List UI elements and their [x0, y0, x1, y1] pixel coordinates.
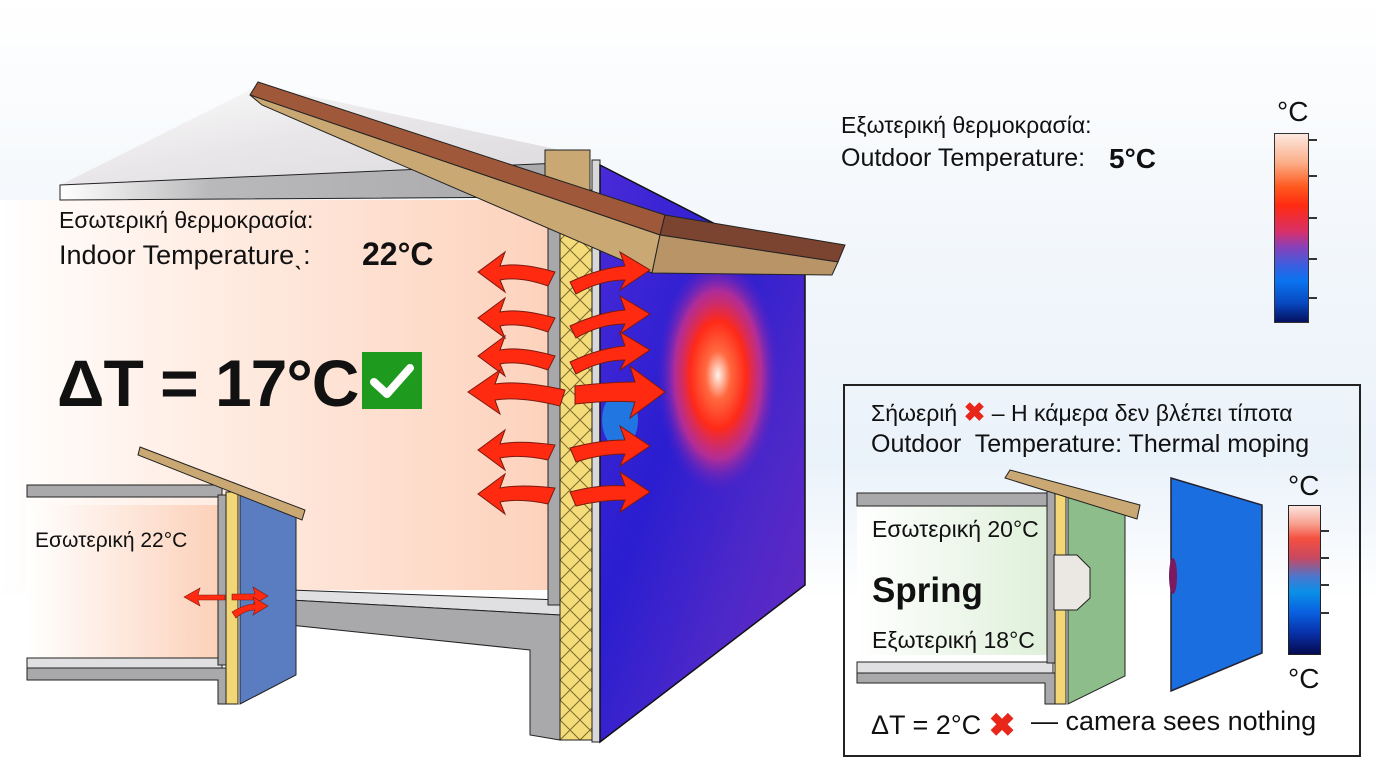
indoor-temperature-value: 22°C: [362, 236, 434, 272]
panel-greek-phrase: – Η κάμερα δεν βλέπει τίποτα: [991, 400, 1293, 426]
spring-delta-t: ΔT = 2°C ✖: [871, 706, 1015, 744]
spring-delta-value: ΔT = 2°C: [871, 710, 982, 740]
indoor-label-english: Indoor Temperatureˎ:: [59, 240, 311, 270]
panel-scale-unit-top: °C: [1288, 470, 1320, 501]
scale-tick: [1308, 139, 1317, 141]
main-scale-unit: °C: [1277, 96, 1309, 127]
delta-t-headline: ΔT = 17°C: [57, 346, 359, 420]
scale-tick: [1308, 258, 1317, 260]
scale-tick: [1308, 217, 1317, 219]
camera-sees-nothing-text: — camera sees nothing: [1031, 706, 1317, 736]
main-color-scale: [1274, 133, 1309, 323]
outdoor-label-english: Outdoor Temperature:: [841, 144, 1086, 172]
check-icon: [362, 352, 422, 409]
panel-english-caption: Outdoor Temperature: Thermal moping: [871, 430, 1310, 458]
panel-scale-unit-bottom: °C: [1288, 663, 1320, 694]
season-label: Spring: [872, 571, 983, 610]
panel-color-scale: [1288, 505, 1321, 655]
scale-tick: [1320, 530, 1329, 532]
panel-greek-caption: Σήωεριή ✖ – Η κάμερα δεν βλέπει τίποτα: [871, 397, 1293, 428]
small-house-indoor-label: Εσωτερική 22°C: [35, 529, 188, 552]
outdoor-label-greek: Εξωτερική θερμοκρασία:: [841, 112, 1092, 138]
scale-tick: [1308, 297, 1317, 299]
spring-indoor-label: Εσωτερική 20°C: [872, 516, 1039, 542]
cross-icon: ✖: [988, 707, 1016, 743]
indoor-label-greek: Εσωτερική θερμοκρασία:: [59, 207, 314, 233]
scale-tick: [1320, 557, 1329, 559]
cross-icon: ✖: [963, 397, 986, 427]
scale-tick: [1308, 175, 1317, 177]
scale-tick: [1320, 584, 1329, 586]
spring-outdoor-label: Εξωτερική 18°C: [872, 627, 1035, 653]
outdoor-temperature-value: 5°C: [1109, 143, 1156, 174]
scale-tick: [1320, 612, 1329, 614]
panel-greek-word: Σήωεριή: [871, 400, 958, 426]
spring-comparison-panel: [843, 384, 1361, 757]
